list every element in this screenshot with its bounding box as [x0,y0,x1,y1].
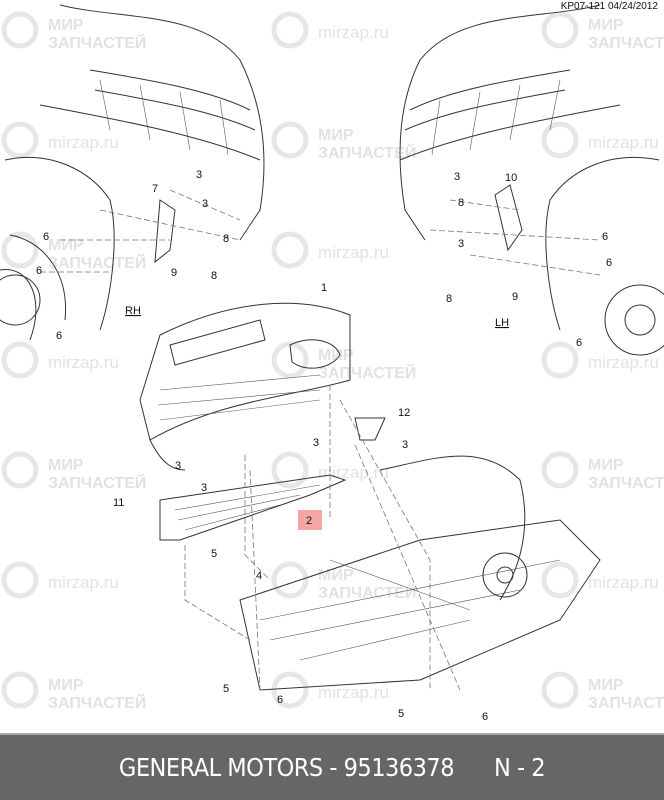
svg-text:ЗАПЧАСТЕЙ: ЗАПЧАСТЕЙ [588,693,664,712]
svg-text:mirzap.ru: mirzap.ru [588,133,659,152]
svg-text:ЗАПЧАСТЕЙ: ЗАПЧАСТЕЙ [318,143,416,162]
svg-text:МИР: МИР [48,677,84,694]
watermark-logo: mirzap.ru [1,121,119,159]
svg-text:mirzap.ru: mirzap.ru [318,683,389,702]
lh-label: LH [495,317,509,329]
watermark-logo: mirzap.ru [271,671,389,709]
callout-9: 9 [171,267,177,279]
svg-text:mirzap.ru: mirzap.ru [318,243,389,262]
watermark-logo: mirzap.ru [1,561,119,599]
watermark-logo: mirzap.ru [271,11,389,49]
svg-text:МИР: МИР [588,17,624,34]
callout-3: 3 [175,460,181,472]
callout-6: 6 [277,694,283,706]
callout-3: 3 [202,198,208,210]
callout-8: 8 [223,233,229,245]
svg-text:ЗАПЧАСТЕЙ: ЗАПЧАСТЕЙ [48,473,146,492]
front-bumper-fascia [139,302,351,471]
callout-6: 6 [482,711,488,723]
callout-9: 9 [512,291,518,303]
callout-4: 4 [256,570,262,582]
position-number: N - 2 [494,753,546,782]
svg-text:ЗАПЧАСТЕЙ: ЗАПЧАСТЕЙ [318,583,416,602]
svg-text:mirzap.ru: mirzap.ru [48,573,119,592]
callout-2: 2 [306,515,312,527]
svg-text:ЗАПЧАСТЕЙ: ЗАПЧАСТЕЙ [588,473,664,492]
rh-fender-assembly [0,4,265,341]
callout-6: 6 [606,257,612,269]
svg-text:МИР: МИР [48,457,84,474]
callout-1: 1 [321,282,327,294]
svg-text:ЗАПЧАСТЕЙ: ЗАПЧАСТЕЙ [48,33,146,52]
callout-6: 6 [43,231,49,243]
svg-text:mirzap.ru: mirzap.ru [318,463,389,482]
svg-text:ЗАПЧАСТЕЙ: ЗАПЧАСТЕЙ [48,693,146,712]
svg-text:mirzap.ru: mirzap.ru [318,23,389,42]
watermark-logo: mirzap.ru [271,231,389,269]
svg-text:ЗАПЧАСТЕЙ: ЗАПЧАСТЕЙ [588,33,664,52]
parts-diagram: МИРЗАПЧАСТЕЙmirzap.ruМИРЗАПЧАСТЕЙmirzap.… [0,4,664,723]
callout-10: 10 [505,172,517,184]
callout-5: 5 [398,708,404,720]
svg-text:МИР: МИР [48,237,84,254]
watermark: МИРЗАПЧАСТЕЙmirzap.ruМИРЗАПЧАСТЕЙmirzap.… [1,11,664,712]
svg-text:ЗАПЧАСТЕЙ: ЗАПЧАСТЕЙ [318,363,416,382]
watermark-logo: mirzap.ru [541,561,659,599]
callout-11: 11 [113,497,124,509]
callout-5: 5 [223,683,229,695]
svg-text:mirzap.ru: mirzap.ru [48,353,119,372]
callout-3: 3 [313,437,319,449]
highlight-part-2 [298,510,322,530]
svg-text:МИР: МИР [318,567,354,584]
vehicle-frame [184,385,601,691]
callout-3: 3 [196,169,202,181]
lh-fender-assembly [399,4,664,356]
watermark-logo: mirzap.ru [541,121,659,159]
footer-bar: GENERAL MOTORS - 95136378 N - 2 [0,733,664,800]
callout-3: 3 [201,482,207,494]
drawing-reference: KP07-121 04/24/2012 [560,1,658,12]
watermark-logo: mirzap.ru [541,341,659,379]
callout-6: 6 [602,231,608,243]
callout-6: 6 [36,265,42,277]
callout-3: 3 [402,439,408,451]
callout-8: 8 [211,270,217,282]
svg-text:МИР: МИР [588,677,624,694]
callout-7: 7 [152,183,158,195]
callout-3: 3 [458,238,464,250]
svg-text:mirzap.ru: mirzap.ru [588,573,659,592]
callout-5: 5 [211,548,217,560]
callout-6: 6 [56,330,62,342]
svg-text:МИР: МИР [48,17,84,34]
svg-text:МИР: МИР [318,127,354,144]
rh-label: RH [125,305,141,317]
callout-labels: 7 3 3 6 6 8 8 9 6 10 3 8 3 6 6 9 8 6 1 12 3 3 3 11 3 2 5 4 5 6 5 6 [36,169,612,723]
callout-8: 8 [458,197,464,209]
callout-8: 8 [446,293,452,305]
callout-12: 12 [398,407,410,419]
callout-3: 3 [454,171,460,183]
watermark-logo: mirzap.ru [1,341,119,379]
svg-text:МИР: МИР [588,457,624,474]
callout-6: 6 [576,337,582,349]
part-number: GENERAL MOTORS - 95136378 [118,753,455,782]
svg-text:mirzap.ru: mirzap.ru [588,353,659,372]
svg-text:ЗАПЧАСТЕЙ: ЗАПЧАСТЕЙ [48,253,146,272]
svg-text:mirzap.ru: mirzap.ru [48,133,119,152]
svg-text:МИР: МИР [318,347,354,364]
